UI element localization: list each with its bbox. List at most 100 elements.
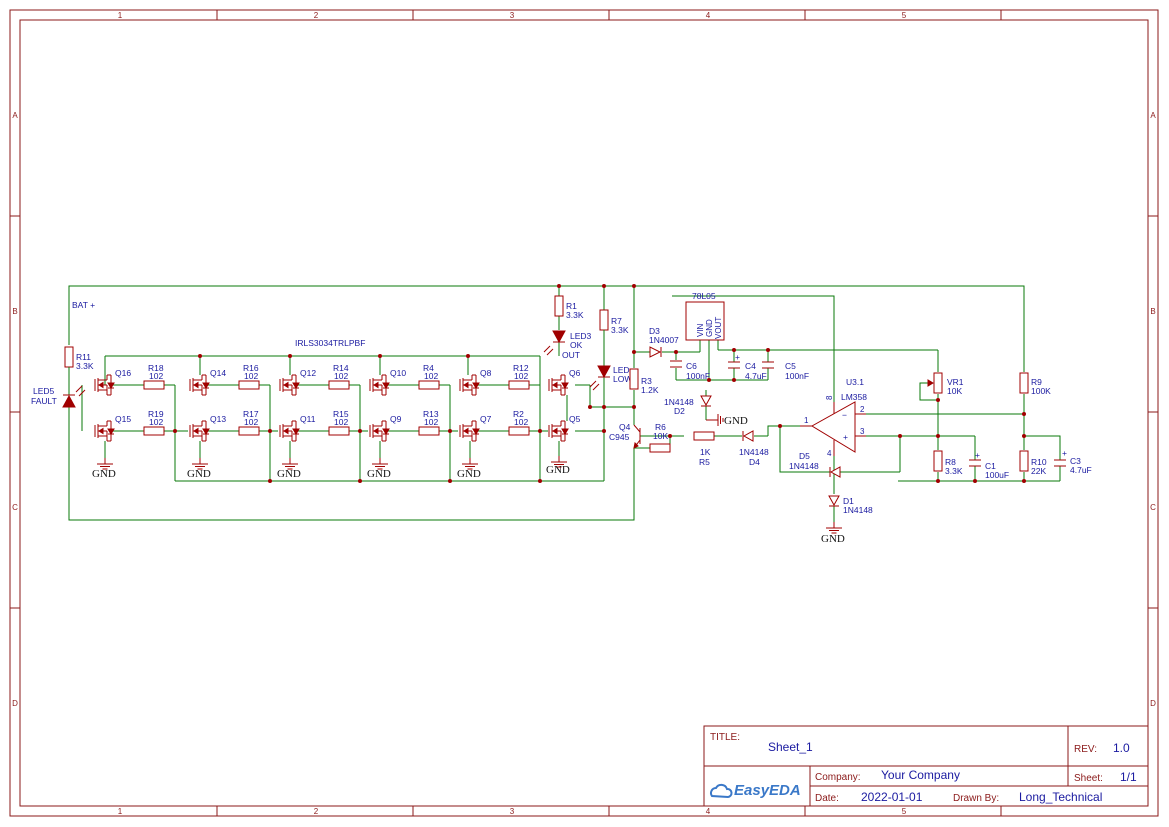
mosfet-ref: Q10: [390, 368, 406, 378]
r8-ref: R8: [945, 457, 956, 467]
capacitor-c6[interactable]: C6 100nF: [670, 360, 710, 381]
svg-text:−: −: [842, 410, 847, 420]
mosfet-ref: Q5: [569, 414, 581, 424]
col-label-bottom-3: 3: [510, 807, 515, 816]
mosfet-ref: Q13: [210, 414, 226, 424]
mosfet-q14[interactable]: Q14: [189, 368, 226, 396]
rev-value: 1.0: [1113, 741, 1130, 755]
r10-ref: R10: [1031, 457, 1047, 467]
row-label-left-b: B: [12, 307, 17, 316]
mosfet-q12[interactable]: Q12: [279, 368, 316, 396]
u3-pin1: 1: [804, 416, 809, 425]
row-label-right-a: A: [1150, 111, 1156, 120]
diode-d5[interactable]: D5 1N4148: [789, 451, 841, 478]
capacitor-c1[interactable]: + C1 100uF: [969, 450, 1009, 480]
r10-value: 22K: [1031, 466, 1046, 476]
mosfet-q11[interactable]: Q11: [279, 414, 316, 442]
col-label-top-1: 1: [118, 11, 123, 20]
r1-value: 3.3K: [566, 310, 584, 320]
mosfet-q15[interactable]: Q15: [94, 414, 131, 442]
drawn-by-label: Drawn By:: [953, 793, 999, 804]
d1-value: 1N4148: [843, 505, 873, 515]
mosfet-q13[interactable]: Q13: [189, 414, 226, 442]
led-low[interactable]: LED LOW: [589, 365, 632, 391]
led3-ref: LED3: [570, 331, 592, 341]
vr1-ref: VR1: [947, 377, 964, 387]
opamp-u3[interactable]: − + U3.1 LM358 1 2 3 4 8: [800, 377, 867, 458]
led-led5[interactable]: LED5 FAULT: [31, 367, 86, 408]
resistor-r1[interactable]: R1 3.3K: [554, 295, 584, 320]
mosfet-q16[interactable]: Q16: [94, 368, 131, 396]
potentiometer-vr1[interactable]: VR1 10K: [927, 372, 964, 396]
resistor-ref: R16: [243, 363, 259, 373]
mosfet-ref: Q8: [480, 368, 492, 378]
d2-value: 1N4148: [664, 397, 694, 407]
led5-ref: LED5: [33, 386, 55, 396]
capacitor-c3[interactable]: + C3 4.7uF: [1054, 448, 1092, 475]
svg-text:+: +: [975, 450, 980, 460]
capacitor-c5[interactable]: C5 100nF: [762, 361, 809, 381]
resistor-r6[interactable]: R6 10K: [649, 422, 671, 453]
resistor-ref: R19: [148, 409, 164, 419]
mosfet-q9[interactable]: Q9: [369, 414, 402, 442]
r6-ref: R6: [655, 422, 666, 432]
resistor-r5[interactable]: 1K R5: [693, 431, 715, 467]
c6-value: 100nF: [686, 371, 710, 381]
col-label-top-2: 2: [314, 11, 319, 20]
mosfet-q8[interactable]: Q8: [459, 368, 492, 396]
transistor-q4[interactable]: Q4 C945: [609, 422, 641, 449]
mosfet-q5[interactable]: Q5: [548, 414, 581, 442]
resistor-r7[interactable]: R7 3.3K: [599, 309, 629, 366]
wires: [68, 285, 1061, 522]
r7-ref: R7: [611, 316, 622, 326]
resistor-r8[interactable]: R8 3.3K: [933, 450, 963, 476]
resistor-r11[interactable]: R11 3.3K: [64, 346, 94, 371]
mosfet-q6[interactable]: Q6: [548, 368, 581, 396]
gnd-label-4: GND: [367, 468, 391, 480]
title-label: TITLE:: [710, 732, 740, 743]
diode-d4[interactable]: 1N4148 D4: [739, 430, 769, 467]
resistor-r3[interactable]: R3 1.2K: [629, 368, 659, 395]
diode-d1[interactable]: D1 1N4148: [828, 495, 873, 515]
capacitor-c4[interactable]: + C4 4.7uF: [728, 352, 767, 381]
company-label: Company:: [815, 772, 861, 783]
resistor-r10[interactable]: R10 22K: [1019, 450, 1047, 476]
r7-value: 3.3K: [611, 325, 629, 335]
led-led3[interactable]: LED3 OK OUT: [543, 330, 592, 360]
resistor-value: 102: [424, 371, 438, 381]
gnd-label-d1: GND: [821, 533, 845, 545]
d4-value: 1N4148: [739, 447, 769, 457]
junction-dots: [173, 284, 1026, 483]
u3-pin2: 2: [860, 405, 865, 414]
led-low-ref: LED: [613, 365, 630, 375]
row-label-left-a: A: [12, 111, 18, 120]
row-label-right-d: D: [1150, 699, 1156, 708]
mosfet-q7[interactable]: Q7: [459, 414, 492, 442]
diode-d3[interactable]: D3 1N4007: [649, 326, 679, 358]
net-label-mosfet-part: IRLS3034TRLPBF: [295, 338, 365, 348]
u3-pin8: 8: [825, 395, 834, 400]
zone-labels: 1 2 3 4 5 1 2 3 4 5 A B C D A B C D: [12, 11, 1156, 816]
led5-value: FAULT: [31, 396, 57, 406]
gnd-label-2: GND: [187, 468, 211, 480]
diode-d2[interactable]: 1N4148 D2: [664, 395, 712, 416]
col-label-top-4: 4: [706, 11, 711, 20]
resistor-ref: R2: [513, 409, 524, 419]
resistor-r9[interactable]: R9 100K: [1019, 372, 1051, 396]
regulator-78l05[interactable]: 78L05 VIN GND VOUT: [685, 291, 725, 341]
gnd-label-1: GND: [92, 468, 116, 480]
col-label-bottom-2: 2: [314, 807, 319, 816]
mosfet-q10[interactable]: Q10: [369, 368, 406, 396]
mosfet-ref: Q9: [390, 414, 402, 424]
